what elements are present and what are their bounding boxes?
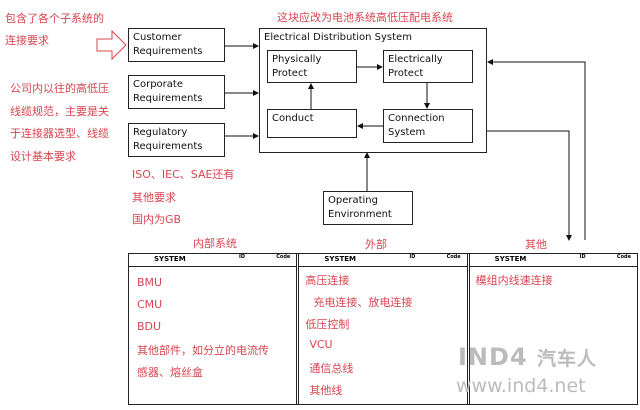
col-label-internal: 内部系统 [193, 237, 237, 250]
note-line: ISO、IEC、SAE还有 [132, 168, 235, 181]
note-top: 这块应改为电池系统高低压配电系统 [277, 11, 453, 24]
note-line: 其他要求 [132, 190, 176, 204]
note-line: 连接要求 [5, 34, 49, 47]
list-item: 高压连接 [305, 274, 350, 287]
list-item: BMU [137, 276, 163, 289]
list-item: 低压控制 [305, 318, 350, 331]
note-line: 线缆规范，主要是关 [10, 104, 109, 118]
hollow-arrow-icon [96, 29, 127, 61]
note-line: 设计基本要求 [10, 149, 76, 163]
col-label-other: 其他 [525, 238, 547, 251]
list-item: CMU [137, 298, 163, 311]
arrow-eds-to-table [487, 130, 572, 241]
note-subsystems: 包含了各个子系统的 连接要求 [5, 8, 104, 52]
list-item: 通信总线 [309, 362, 354, 375]
conduct-box: Conduct [267, 109, 357, 138]
watermark-logo: IND4 汽车人 [458, 343, 598, 371]
watermark-url: www.ind4.net [456, 375, 586, 397]
list-item: VCU [309, 338, 333, 351]
list-item: 充电连接、放电连接 [313, 296, 413, 309]
eds-box: Electrical Distribution System [259, 28, 487, 153]
note-line: 包含了各个子系统的 [5, 12, 104, 25]
list-item: 感器、熔丝盒 [137, 366, 203, 379]
list-item: BDU [137, 320, 162, 333]
note-line: 国内为GB [132, 213, 182, 226]
arrow-table-to-eds [487, 59, 586, 240]
eds-title: Electrical Distribution System [264, 32, 412, 43]
note-standards: ISO、IEC、SAE还有 其他要求 国内为GB [132, 164, 234, 232]
col-label-external: 外部 [365, 238, 387, 251]
list-item: 模组内线速连接 [475, 274, 553, 287]
note-line: 公司内以往的高低压 [10, 82, 109, 95]
list-item: 其他部件，如分立的电流传 [137, 344, 269, 357]
note-company-spec: 公司内以往的高低压 线缆规范，主要是关 于连接器选型、线缆 设计基本要求 [10, 78, 109, 168]
list-item: 其他线 [309, 384, 343, 397]
note-line: 于连接器选型、线缆 [10, 127, 109, 140]
